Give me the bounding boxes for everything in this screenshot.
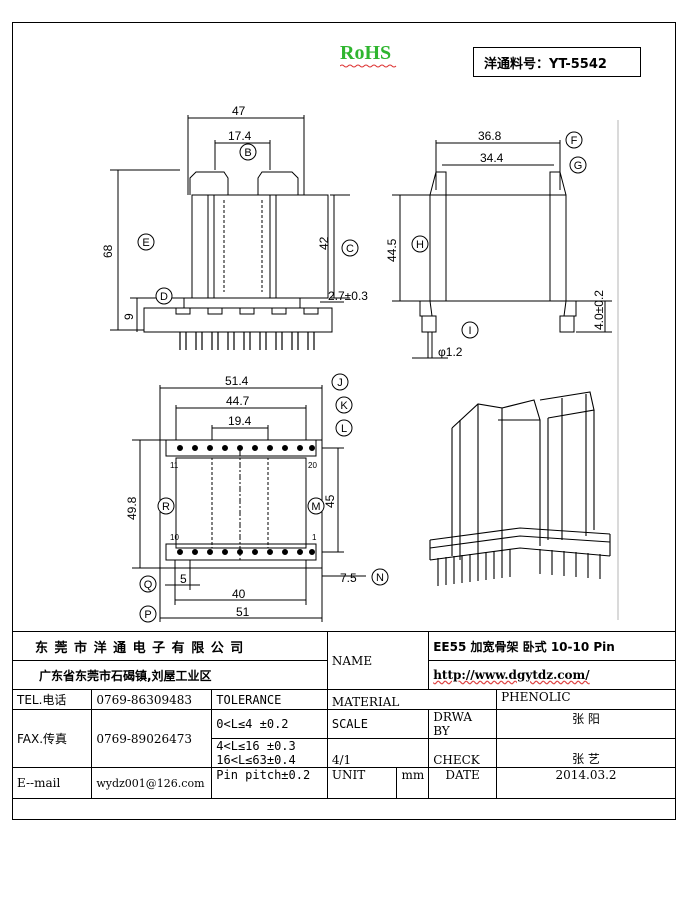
pin-number-11: 11 [170,461,179,470]
product-name: EE55 加宽骨架 卧式 10-10 Pin [428,631,676,661]
check-value: 张 艺 [496,738,676,768]
front-view [110,115,350,350]
dim-side-width-outer: 36.8 [478,129,502,143]
svg-text:G: G [574,160,583,172]
date-value: 2014.03.2 [496,767,676,799]
tolerance-row-4: Pin pitch±0.2 [211,767,328,799]
isometric-view [429,120,619,620]
ref-label-r: R [157,497,175,515]
ref-label-k: K [335,396,353,414]
dim-front-width-inner: 17.4 [228,129,252,143]
dim-side-pin-dia: φ1.2 [438,345,463,359]
dim-bottom-w2: 44.7 [226,394,250,408]
material-value: PHENOLIC [496,689,676,710]
svg-text:D: D [160,291,168,303]
ref-label-c: C [341,239,359,257]
dim-front-pin-offset: 2.7±0.3 [328,289,368,303]
dim-bottom-h2: 45 [323,494,337,508]
ref-label-e: E [137,233,155,251]
side-view [392,140,612,359]
bottom-view [132,385,366,622]
check-label: CHECK [428,738,498,768]
svg-text:I: I [468,325,471,337]
fax-value: 0769-89026473 [91,709,213,768]
material-label: MATERIAL [326,689,498,710]
dim-side-width-inner: 34.4 [480,151,504,165]
svg-text:E: E [142,237,149,249]
dim-side-height: 44.5 [385,238,399,262]
svg-text:F: F [571,135,578,147]
rohs-underline [340,64,397,68]
pin-number-20: 20 [308,461,317,470]
dim-front-height-body: 42 [317,236,331,250]
title-block: 东 莞 市 洋 通 电 子 有 限 公 司 NAME EE55 加宽骨架 卧式 … [11,631,676,799]
tel-value: 0769-86309483 [91,689,213,710]
svg-text:K: K [340,400,348,412]
dim-front-base: 9 [122,313,136,320]
name-label: NAME [326,631,430,690]
drawn-by-value: 张 阳 [496,709,676,739]
dim-bottom-edge: 7.5 [340,571,357,585]
unit-value: mm [396,767,430,799]
svg-text:M: M [311,501,320,513]
email-label: E--mail [11,767,93,799]
ref-label-p: P [139,605,157,623]
svg-text:L: L [341,423,347,435]
pin-number-1: 1 [312,533,317,542]
dim-front-height-total: 68 [101,244,115,258]
tolerance-row-1: 0<L≤4 ±0.2 [211,709,328,739]
ref-label-q: Q [139,575,157,593]
dim-bottom-span: 40 [232,587,246,601]
drawing-frame [12,22,676,820]
svg-text:N: N [376,572,384,584]
ref-label-d: D [155,287,173,305]
svg-text:J: J [337,377,343,389]
svg-text:R: R [162,501,170,513]
svg-text:P: P [144,609,151,621]
website-link[interactable]: http://www.dgytdz.com/ [433,668,590,682]
unit-label: UNIT [326,767,398,799]
technical-drawing: 47 17.4 68 42 9 2.7±0.3 36.8 34.4 44.5 4… [101,104,619,623]
dim-side-base: 4.0±0.2 [592,290,606,330]
dim-bottom-pitch: 5 [180,572,187,586]
svg-text:Q: Q [144,579,153,591]
svg-text:C: C [346,243,354,255]
ref-label-j: J [331,373,349,391]
svg-text:H: H [416,239,424,251]
company-address: 广东省东莞市石碣镇,刘屋工业区 [12,660,328,690]
pin-number-10: 10 [170,533,179,542]
ref-label-l: L [335,419,353,437]
ref-label-g: G [569,156,587,174]
dim-front-width-top: 47 [232,104,246,118]
scale-label: SCALE [326,709,430,739]
svg-text:B: B [244,147,251,159]
ref-label-m: M [307,497,325,515]
tolerance-label: TOLERANCE [211,689,328,710]
ref-label-b: B [239,143,257,161]
dim-bottom-w3: 19.4 [228,414,252,428]
ref-label-n: N [371,568,389,586]
ref-label-i: I [461,321,479,339]
scale-value: 4/1 [326,738,430,768]
part-number-box: 洋通料号：YT-5542 [473,47,641,77]
company-name: 东 莞 市 洋 通 电 子 有 限 公 司 [12,631,328,661]
dim-bottom-total: 51 [236,605,250,619]
email-value: wydz001@126.com [91,767,213,799]
fax-label: FAX.传真 [11,709,93,768]
rohs-mark: RoHS [340,42,392,64]
ref-label-f: F [565,131,583,149]
ref-label-h: H [411,235,429,253]
dim-bottom-h1: 49.8 [125,496,139,520]
dim-bottom-w1: 51.4 [225,374,249,388]
tel-label: TEL.电话 [11,689,93,710]
date-label: DATE [428,767,498,799]
